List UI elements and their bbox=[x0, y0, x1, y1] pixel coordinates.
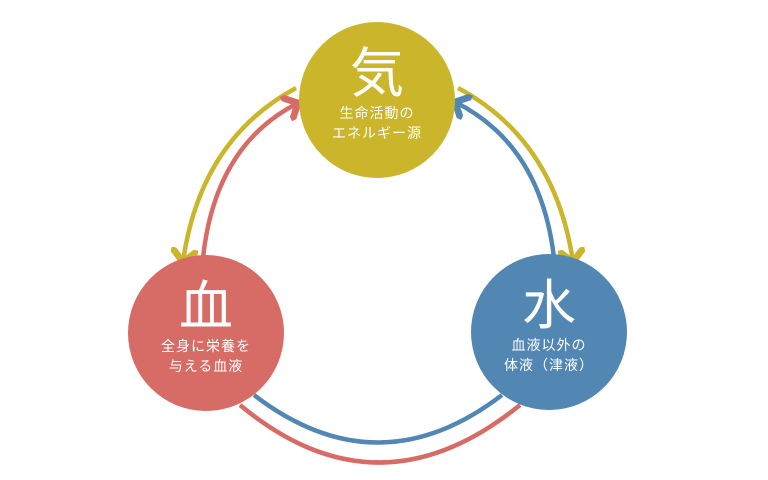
arrow-blood-to-ki bbox=[200, 103, 298, 259]
blood-char: 血 bbox=[179, 275, 233, 338]
arrow-water-to-ki bbox=[455, 102, 557, 259]
water-char: 水 bbox=[522, 274, 576, 337]
blood-line1: 全身に栄養を bbox=[161, 339, 251, 355]
ki-line2: エネルギー源 bbox=[332, 126, 422, 142]
ki-char: 気 bbox=[350, 42, 404, 105]
arrow-ki-to-water bbox=[456, 86, 573, 262]
water-line2: 体液（津液） bbox=[504, 358, 594, 374]
water-node: 水 血液以外の 体液（津液） bbox=[471, 254, 627, 410]
water-line1: 血液以外の bbox=[511, 338, 587, 354]
blood-node: 血 全身に栄養を 与える血液 bbox=[128, 255, 284, 411]
arc-blood-water-red bbox=[238, 403, 522, 465]
blood-line2: 与える血液 bbox=[168, 359, 244, 375]
arrow-ki-to-blood bbox=[183, 86, 298, 262]
arc-blood-water-blue bbox=[252, 393, 504, 445]
ki-node: 気 生命活動の エネルギー源 bbox=[299, 22, 455, 178]
ki-line1: 生命活動の bbox=[339, 106, 415, 122]
